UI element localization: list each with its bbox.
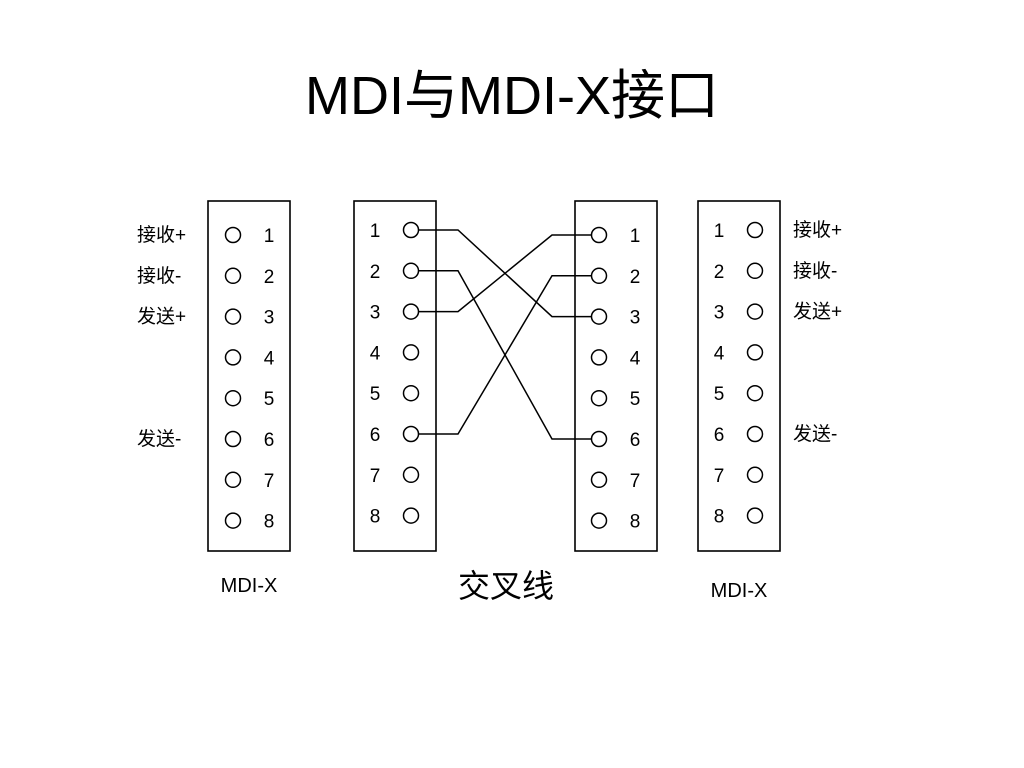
pin-number: 3	[630, 308, 641, 329]
pin-number: 2	[370, 262, 381, 283]
pin-number: 1	[370, 221, 381, 242]
pin-hole-icon	[402, 466, 420, 484]
crossover-wire	[418, 234, 592, 313]
pin-number: 6	[714, 425, 725, 446]
pin-number: 6	[264, 430, 275, 451]
signal-label: 发送+	[793, 301, 842, 323]
pin-hole-icon	[746, 344, 764, 361]
pin-hole-icon	[746, 466, 764, 484]
pin-number: 3	[264, 308, 275, 329]
pin-hole-icon	[402, 507, 420, 524]
pin-number: 8	[370, 507, 381, 528]
pin-number: 2	[714, 262, 725, 283]
connector-right-mdix	[697, 200, 781, 552]
pin-hole-icon	[402, 262, 420, 280]
page-title: MDI与MDI-X接口	[305, 66, 719, 126]
cable-caption: 交叉线	[458, 568, 554, 604]
connector-cable-left	[353, 200, 437, 552]
signal-label: 接收-	[793, 260, 837, 282]
pin-number: 1	[264, 226, 275, 247]
pin-hole-icon	[746, 384, 764, 402]
pin-hole-icon	[224, 349, 242, 366]
pin-hole-icon	[224, 512, 242, 529]
signal-label: 接收-	[137, 265, 181, 287]
pin-number: 8	[630, 512, 641, 533]
pin-hole-icon	[402, 221, 420, 239]
pin-hole-icon	[590, 471, 608, 489]
pin-hole-icon	[746, 221, 764, 239]
pin-number: 3	[370, 303, 381, 324]
pin-hole-icon	[402, 384, 420, 402]
connector-left-mdix	[207, 200, 291, 552]
pin-number: 1	[714, 221, 725, 242]
crossover-wire	[418, 275, 592, 435]
pin-hole-icon	[746, 425, 764, 443]
pin-number: 3	[714, 303, 725, 324]
connector-caption: MDI-X	[711, 580, 768, 602]
pin-number: 1	[630, 226, 641, 247]
pin-hole-icon	[224, 267, 242, 285]
pin-number: 6	[370, 425, 381, 446]
pin-number: 8	[714, 507, 725, 528]
pin-hole-icon	[590, 430, 608, 448]
signal-label: 发送+	[137, 306, 186, 328]
pin-number: 5	[264, 389, 275, 410]
pin-hole-icon	[590, 226, 608, 244]
pin-hole-icon	[402, 344, 420, 361]
pin-hole-icon	[590, 389, 608, 407]
pin-hole-icon	[590, 512, 608, 529]
pin-hole-icon	[746, 262, 764, 280]
pin-hole-icon	[590, 349, 608, 366]
pin-number: 8	[264, 512, 275, 533]
pin-number: 2	[630, 267, 641, 288]
pin-hole-icon	[224, 389, 242, 407]
pin-number: 4	[264, 348, 275, 369]
pin-number: 4	[714, 343, 725, 364]
pin-number: 2	[264, 267, 275, 288]
pin-hole-icon	[224, 471, 242, 489]
pin-number: 4	[370, 343, 381, 364]
pin-hole-icon	[746, 303, 764, 320]
pin-hole-icon	[402, 303, 420, 320]
pin-number: 4	[630, 348, 641, 369]
signal-label: 接收+	[137, 224, 186, 246]
pin-number: 7	[630, 471, 641, 492]
pin-hole-icon	[224, 226, 242, 244]
signal-label: 发送-	[137, 428, 181, 450]
signal-label: 发送-	[793, 423, 837, 445]
connector-caption: MDI-X	[221, 575, 278, 597]
pin-hole-icon	[402, 425, 420, 443]
pin-hole-icon	[746, 507, 764, 524]
pin-hole-icon	[224, 308, 242, 325]
pin-number: 7	[264, 471, 275, 492]
pin-hole-icon	[224, 430, 242, 448]
signal-label: 接收+	[793, 219, 842, 241]
pin-number: 6	[630, 430, 641, 451]
pin-number: 7	[370, 466, 381, 487]
pin-hole-icon	[590, 267, 608, 285]
pin-hole-icon	[590, 308, 608, 325]
pin-number: 5	[630, 389, 641, 410]
pin-number: 5	[370, 384, 381, 405]
connector-cable-right	[574, 200, 658, 552]
pin-number: 5	[714, 384, 725, 405]
pin-number: 7	[714, 466, 725, 487]
